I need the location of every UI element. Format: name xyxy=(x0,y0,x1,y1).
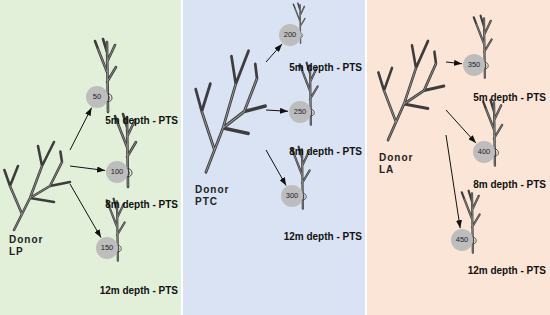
tag-number: 200 xyxy=(284,31,297,39)
transplant-arrow xyxy=(446,110,476,143)
fragment-tag: 50 xyxy=(86,86,108,108)
panel-ground xyxy=(366,0,550,315)
panel-divider xyxy=(365,0,367,315)
donor-label: Donor LA xyxy=(379,152,413,176)
panel-ground xyxy=(0,0,182,315)
transplant-arrow xyxy=(70,166,105,170)
fragment-tag: 350 xyxy=(463,54,485,76)
depth-label: 5m depth - PTS xyxy=(105,115,178,127)
donor-coral xyxy=(4,142,70,230)
fragment-tag: 300 xyxy=(281,185,303,207)
depth-label: 8m depth - PTS xyxy=(289,146,362,158)
depth-label: 5m depth - PTS xyxy=(473,92,546,104)
donor-coral xyxy=(378,41,444,140)
tag-number: 450 xyxy=(456,236,469,244)
panel-ground xyxy=(182,0,366,315)
fragment-tag: 250 xyxy=(289,101,311,123)
donor-coral xyxy=(196,51,266,172)
transplant-arrow xyxy=(446,62,462,64)
fragment-tag: 150 xyxy=(96,237,118,259)
fragment-tag: 100 xyxy=(106,161,128,183)
depth-label: 8m depth - PTS xyxy=(105,199,178,211)
transplant-arrow xyxy=(266,110,288,111)
tag-number: 150 xyxy=(101,244,114,252)
tag-number: 50 xyxy=(93,93,101,101)
fragment-tag: 450 xyxy=(451,229,473,251)
tag-number: 100 xyxy=(111,168,124,176)
transplant-arrow xyxy=(266,44,282,62)
fragment-tag: 400 xyxy=(473,141,495,163)
tag-number: 300 xyxy=(286,192,299,200)
depth-label: 12m depth - PTS xyxy=(468,265,546,277)
depth-label: 12m depth - PTS xyxy=(100,285,178,297)
panel-divider xyxy=(181,0,183,315)
transplant-arrow xyxy=(446,135,460,228)
transplant-arrow xyxy=(70,184,101,238)
fragment-tag: 200 xyxy=(279,24,301,46)
tag-number: 350 xyxy=(468,61,481,69)
donor-colony: Donor LA xyxy=(376,38,446,178)
transplant-arrow xyxy=(70,108,92,150)
depth-label: 12m depth - PTS xyxy=(284,231,362,243)
transplant-arrow xyxy=(266,150,286,186)
depth-label: 8m depth - PTS xyxy=(473,179,546,191)
tag-number: 250 xyxy=(294,108,307,116)
tag-number: 400 xyxy=(478,148,491,156)
donor-label: Donor PTC xyxy=(195,184,229,208)
donor-label: Donor LP xyxy=(9,234,43,258)
donor-colony: Donor PTC xyxy=(192,45,266,210)
donor-colony: Donor LP xyxy=(6,138,70,260)
depth-label: 5m depth - PTS xyxy=(289,62,362,74)
